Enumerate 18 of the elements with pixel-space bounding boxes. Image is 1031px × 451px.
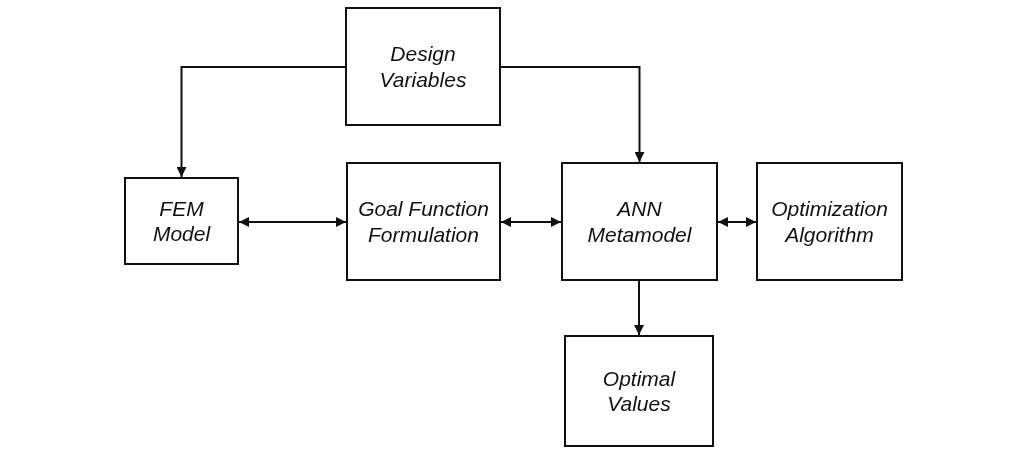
box-label: Optimal Values: [601, 365, 677, 417]
process-box: [345, 7, 501, 126]
box-label: FEM Model: [151, 195, 212, 247]
arrow: [238, 217, 347, 227]
box-label: Optimization Algorithm: [770, 196, 889, 247]
arrow: [500, 217, 562, 227]
arrow: [176, 66, 346, 178]
process-box: [124, 177, 239, 265]
process-box: [564, 335, 714, 447]
process-box: [346, 162, 501, 281]
arrow: [500, 66, 645, 163]
arrow: [634, 280, 644, 336]
box-label: Goal Function Formulation: [357, 196, 490, 247]
process-box: [561, 162, 718, 281]
process-box: [756, 162, 903, 281]
arrow: [717, 217, 757, 227]
box-label: ANN Metamodel: [586, 196, 693, 247]
box-label: Design Variables: [378, 41, 468, 92]
